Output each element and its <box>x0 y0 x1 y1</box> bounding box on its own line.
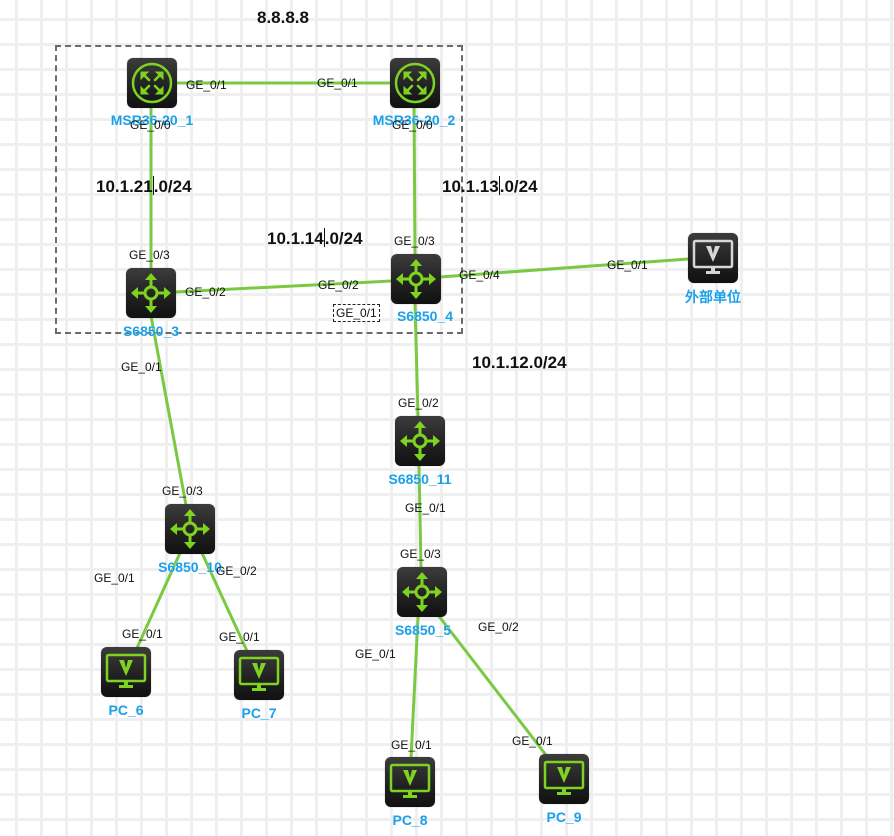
device-label-s6850-10: S6850_10 <box>158 559 222 575</box>
port-label: GE_0/3 <box>400 547 441 561</box>
switch-icon <box>170 509 210 549</box>
device-label-msr36-20-2: MSR36-20_2 <box>372 112 456 128</box>
port-label: GE_0/4 <box>459 268 500 282</box>
subnet-text: .0/24 <box>499 177 538 196</box>
device-label-s6850-5: S6850_5 <box>394 622 452 638</box>
subnet-text: 10.1.14 <box>267 229 324 248</box>
pc-icon <box>389 763 431 798</box>
device-pc-9[interactable] <box>539 754 589 804</box>
link-s5-pc9[interactable] <box>436 613 548 757</box>
switch-icon <box>400 421 440 461</box>
port-label: GE_0/0 <box>392 118 433 132</box>
port-label: GE_0/1 <box>186 78 227 92</box>
port-label: GE_0/1 <box>355 647 396 661</box>
device-pc-7[interactable] <box>234 650 284 700</box>
text-caret <box>498 176 500 195</box>
switch-icon <box>402 572 442 612</box>
device-msr36-20-2[interactable] <box>390 58 440 108</box>
switch-icon <box>396 259 436 299</box>
port-label: GE_0/1 <box>122 627 163 641</box>
link-s11-s5[interactable] <box>417 463 423 570</box>
port-label: GE_0/1 <box>607 258 648 272</box>
port-label: GE_0/1 <box>219 630 260 644</box>
pc-icon <box>543 760 585 795</box>
port-label: GE_0/3 <box>162 484 203 498</box>
router-icon <box>131 62 173 104</box>
link-s10-pc7[interactable] <box>200 551 249 653</box>
subnet-text: 10.1.13 <box>442 177 499 196</box>
subnet-note-10-1-12[interactable]: 10.1.12.0/24 <box>472 353 567 372</box>
port-label: GE_0/2 <box>478 620 519 634</box>
port-label: GE_0/1 <box>512 734 553 748</box>
device-s6850-3[interactable] <box>126 268 176 318</box>
port-label: GE_0/0 <box>130 118 171 132</box>
port-label: GE_0/2 <box>318 278 359 292</box>
pc-icon <box>692 239 734 274</box>
port-label: GE_0/3 <box>394 234 435 248</box>
device-label-pc-8: PC_8 <box>392 812 428 828</box>
link-s4-s11[interactable] <box>413 301 420 418</box>
device-label-msr36-20-1: MSR36-20_1 <box>110 112 194 128</box>
area-group-box[interactable] <box>55 45 463 334</box>
pc-icon <box>238 656 280 691</box>
port-label: GE_0/1 <box>121 360 162 374</box>
text-caret <box>152 176 154 195</box>
subnet-text: .0/24 <box>153 177 192 196</box>
link-s3-s10[interactable] <box>149 314 188 507</box>
device-s6850-5[interactable] <box>397 567 447 617</box>
port-label: GE_0/1 <box>317 76 358 90</box>
switch-icon <box>131 273 171 313</box>
subnet-note-10-1-14[interactable]: 10.1.14.0/24 <box>267 228 363 249</box>
port-label: GE_0/1 <box>94 571 135 585</box>
device-s6850-4[interactable] <box>391 254 441 304</box>
device-s6850-11[interactable] <box>395 416 445 466</box>
link-s3-s4[interactable] <box>173 279 393 294</box>
pc-icon <box>105 653 147 688</box>
router-icon <box>394 62 436 104</box>
device-pc-6[interactable] <box>101 647 151 697</box>
note-8-8-8-8[interactable]: 8.8.8.8 <box>257 8 309 27</box>
device-pc-8[interactable] <box>385 757 435 807</box>
subnet-text: 10.1.21 <box>96 177 153 196</box>
port-label: GE_0/1 <box>391 738 432 752</box>
port-label: GE_0/1 <box>405 501 446 515</box>
device-label-s6850-11: S6850_11 <box>388 471 452 487</box>
link-s5-pc8[interactable] <box>409 615 420 760</box>
device-msr36-20-1[interactable] <box>127 58 177 108</box>
text-caret <box>323 228 325 247</box>
link-s10-pc6[interactable] <box>135 551 182 650</box>
device-label-pc-7: PC_7 <box>241 705 277 721</box>
device-label-external-unit: 外部单位 <box>685 289 741 305</box>
port-label: GE_0/2 <box>216 564 257 578</box>
port-label: GE_0/2 <box>398 396 439 410</box>
subnet-note-10-1-21[interactable]: 10.1.21.0/24 <box>96 176 192 197</box>
port-label-selected[interactable]: GE_0/1 <box>333 304 380 322</box>
device-label-s6850-4: S6850_4 <box>396 308 454 324</box>
link-msr2-s4[interactable] <box>412 105 417 257</box>
device-label-pc-9: PC_9 <box>546 809 582 825</box>
subnet-note-10-1-13[interactable]: 10.1.13.0/24 <box>442 176 538 197</box>
port-label: GE_0/2 <box>185 285 226 299</box>
device-label-pc-6: PC_6 <box>108 702 144 718</box>
link-s4-ext[interactable] <box>438 257 690 279</box>
subnet-text: .0/24 <box>324 229 363 248</box>
port-label: GE_0/3 <box>129 248 170 262</box>
device-external-unit[interactable] <box>688 233 738 283</box>
device-s6850-10[interactable] <box>165 504 215 554</box>
device-label-s6850-3: S6850_3 <box>122 323 180 339</box>
